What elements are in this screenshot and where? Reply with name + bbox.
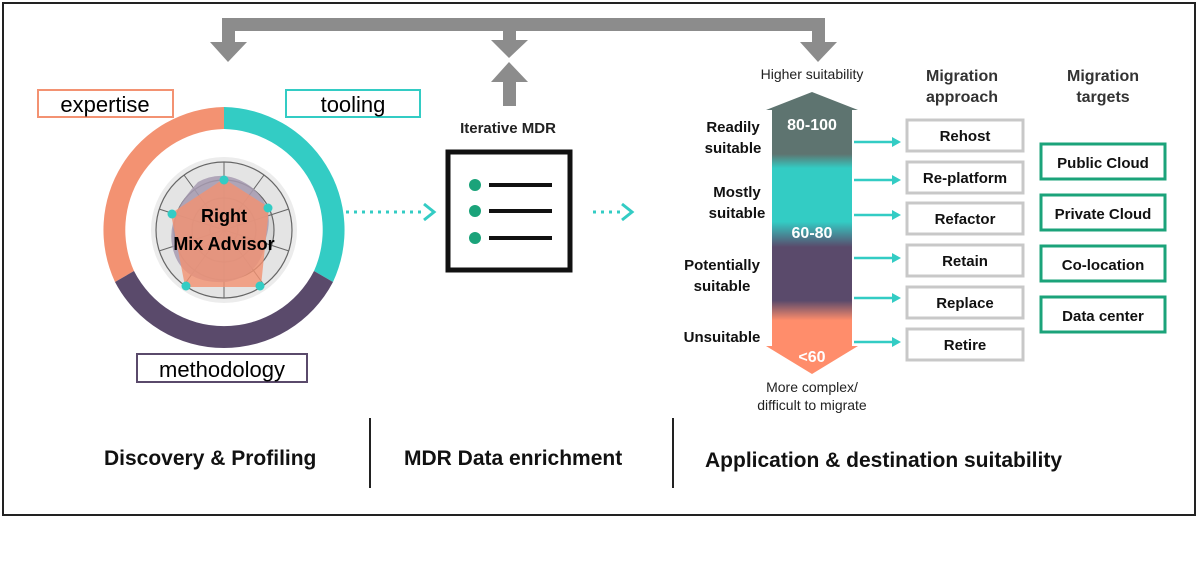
svg-text:expertise: expertise (60, 92, 149, 117)
target-public-cloud: Public Cloud (1039, 142, 1167, 181)
score-below-60: <60 (798, 349, 825, 366)
approach-header-line1: Migration (926, 68, 998, 85)
approach-retire: Retire (854, 327, 1025, 362)
svg-text:Rehost: Rehost (940, 128, 991, 145)
expertise-arc (103, 107, 224, 282)
svg-text:Retire: Retire (944, 337, 987, 354)
methodology-label: methodology (136, 353, 308, 383)
targets-header-line2: targets (1076, 89, 1129, 106)
target-co-location: Co-location (1039, 244, 1167, 283)
suitability-scale: 80-100 60-80 <60 (766, 92, 858, 374)
svg-text:methodology: methodology (159, 357, 285, 382)
approach-refactor: Refactor (854, 201, 1025, 236)
arrow-right-icon (892, 253, 901, 263)
band-label-readily-1: Readily (706, 119, 760, 136)
score-60-80: 60-80 (792, 225, 833, 242)
dotted-arrow-to-suitability (593, 202, 635, 222)
svg-text:Public Cloud: Public Cloud (1057, 155, 1149, 172)
band-label-potentially-1: Potentially (684, 257, 761, 274)
chevron-right-icon (423, 202, 437, 222)
targets-header-line1: Migration (1067, 68, 1139, 85)
expertise-label: expertise (37, 89, 174, 118)
higher-suitability-label: Higher suitability (761, 66, 864, 82)
target-private-cloud: Private Cloud (1039, 193, 1167, 232)
band-label-unsuitable: Unsuitable (684, 329, 761, 346)
arrow-up-center-icon (491, 62, 528, 82)
arrow-right-icon (892, 175, 901, 185)
svg-text:Co-location: Co-location (1062, 257, 1145, 274)
feedback-connector (210, 18, 837, 106)
svg-text:Replace: Replace (936, 295, 994, 312)
checklist-document-icon (445, 149, 573, 273)
footer-enrichment: MDR Data enrichment (404, 447, 623, 470)
tooling-arc (224, 107, 345, 282)
band-labels: Readily suitable Mostly suitable Potenti… (684, 119, 766, 346)
dotted-arrow-to-mdr (346, 202, 437, 222)
complexity-label-line2: difficult to migrate (757, 397, 867, 413)
svg-text:Refactor: Refactor (935, 211, 996, 228)
footer-discovery: Discovery & Profiling (104, 447, 317, 470)
radar-chart (151, 157, 297, 303)
svg-text:tooling: tooling (321, 92, 386, 117)
right-mix-advisor: Right Mix Advisor (103, 107, 345, 349)
footer-divider-1 (369, 418, 371, 488)
tooling-label: tooling (285, 89, 421, 118)
approach-header-line2: approach (926, 89, 998, 106)
band-label-potentially-2: suitable (694, 278, 751, 295)
arrow-right-icon (892, 337, 901, 347)
approach-retain: Retain (854, 243, 1025, 278)
approach-replace: Replace (854, 285, 1025, 320)
arrow-down-left-icon (210, 42, 247, 62)
target-list: Public Cloud Private Cloud Co-location D… (1039, 142, 1167, 334)
svg-text:Re-platform: Re-platform (923, 170, 1007, 187)
svg-text:Retain: Retain (942, 253, 988, 270)
band-label-mostly-2: suitable (709, 205, 766, 222)
score-80-100: 80-100 (787, 117, 837, 134)
footer-suitability: Application & destination suitability (705, 449, 1063, 472)
mdr-title: Iterative MDR (460, 120, 556, 137)
target-data-center: Data center (1039, 295, 1167, 334)
svg-text:Private Cloud: Private Cloud (1055, 206, 1152, 223)
band-label-mostly-1: Mostly (713, 184, 761, 201)
chevron-right-icon (621, 202, 635, 222)
arrow-down-center-icon (491, 40, 528, 58)
arrow-down-right-icon (800, 42, 837, 62)
approach-list: Rehost Re-platform Refactor Retain Repla… (854, 118, 1025, 362)
arrow-right-icon (892, 210, 901, 220)
arrow-right-icon (892, 137, 901, 147)
advisor-center-line1: Right (201, 206, 247, 226)
approach-rehost: Rehost (854, 118, 1025, 153)
methodology-arc (115, 271, 333, 349)
diagram-frame (2, 2, 1196, 516)
band-label-readily-2: suitable (705, 140, 762, 157)
footer-divider-2 (672, 418, 674, 488)
advisor-center-line2: Mix Advisor (173, 234, 274, 254)
complexity-label-line1: More complex/ (766, 379, 858, 395)
approach-re-platform: Re-platform (854, 160, 1025, 195)
arrow-right-icon (892, 293, 901, 303)
svg-text:Data center: Data center (1062, 308, 1144, 325)
